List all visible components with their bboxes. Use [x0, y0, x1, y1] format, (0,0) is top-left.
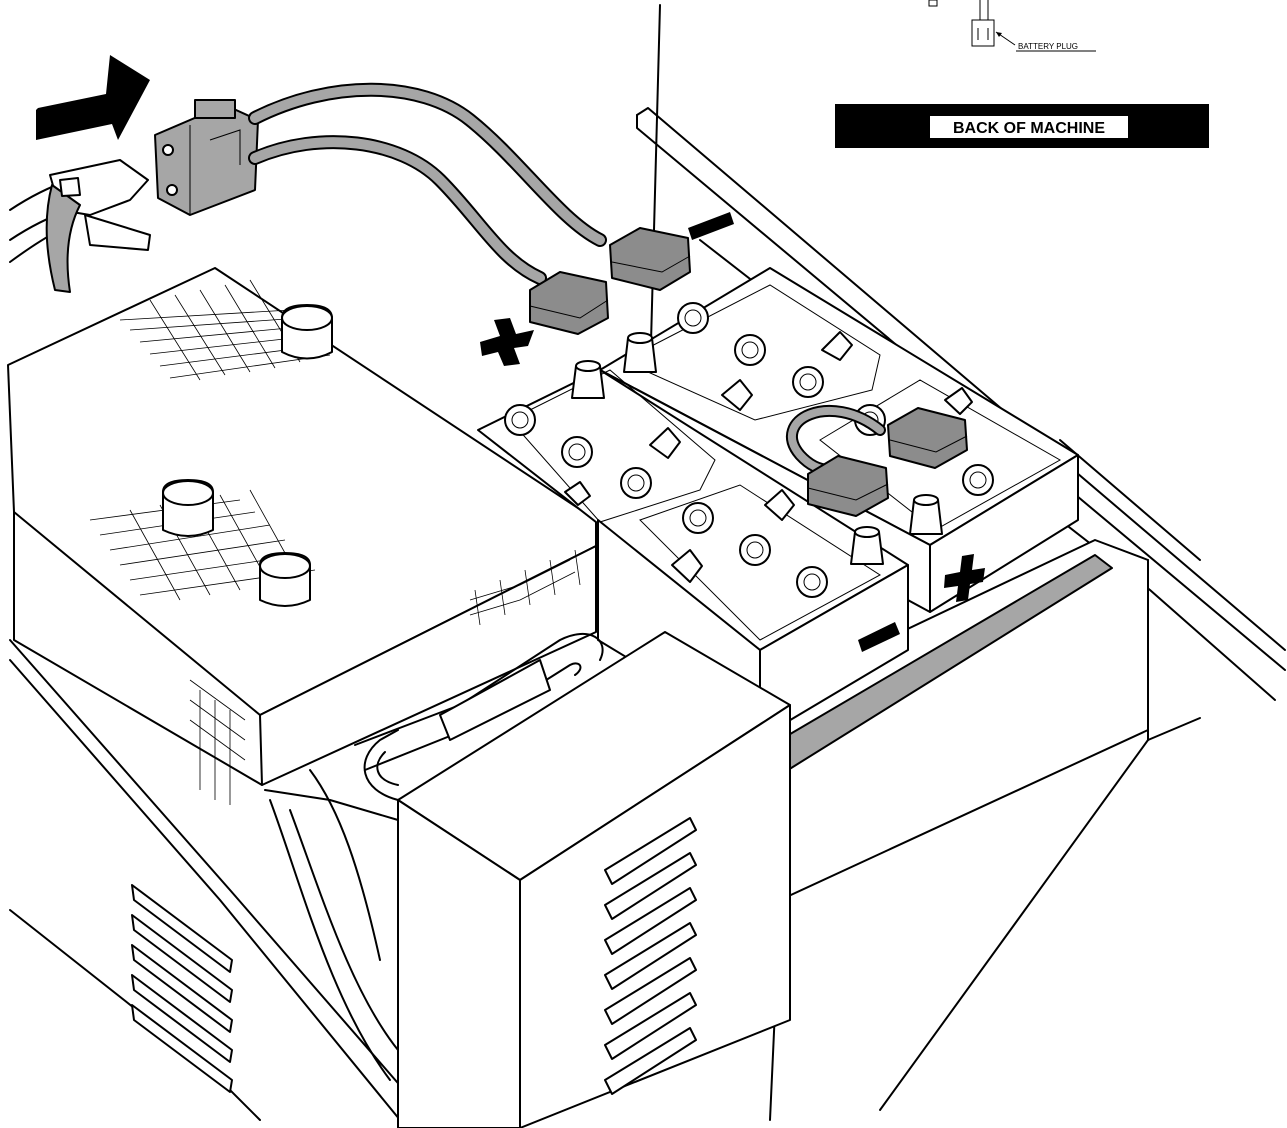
battery-plug-label: BATTERY PLUG [1018, 42, 1078, 51]
negative-cable-end [609, 227, 691, 291]
hood-shading [89, 279, 581, 805]
machine-hood [7, 267, 597, 1121]
back-of-machine-banner: BACK OF MACHINE [835, 104, 1209, 148]
back-of-machine-label: BACK OF MACHINE [953, 120, 1105, 137]
charger-vents [604, 817, 697, 1095]
positive-cable-end [529, 271, 609, 335]
battery-plug-symbol [971, 19, 995, 47]
charger-cable-loop [354, 633, 604, 801]
jumper-cable [786, 404, 968, 517]
machine-cable-and-clamp [9, 159, 151, 293]
battery-plug-connector [154, 99, 259, 216]
battery-terminals [571, 332, 943, 565]
direction-arrow [36, 55, 150, 140]
fan-housing [264, 769, 399, 1081]
positive-sign-battery [944, 554, 985, 602]
machine-side-vents [131, 884, 233, 1093]
battery-plug-inset: BATTERY PLUG [928, 0, 1096, 52]
positive-sign-large [480, 318, 534, 366]
battery-cables [248, 82, 607, 285]
hold-down-brackets [564, 331, 973, 583]
negative-sign-large [688, 212, 734, 240]
negative-sign-battery [858, 622, 900, 652]
hood-caps [162, 304, 333, 607]
